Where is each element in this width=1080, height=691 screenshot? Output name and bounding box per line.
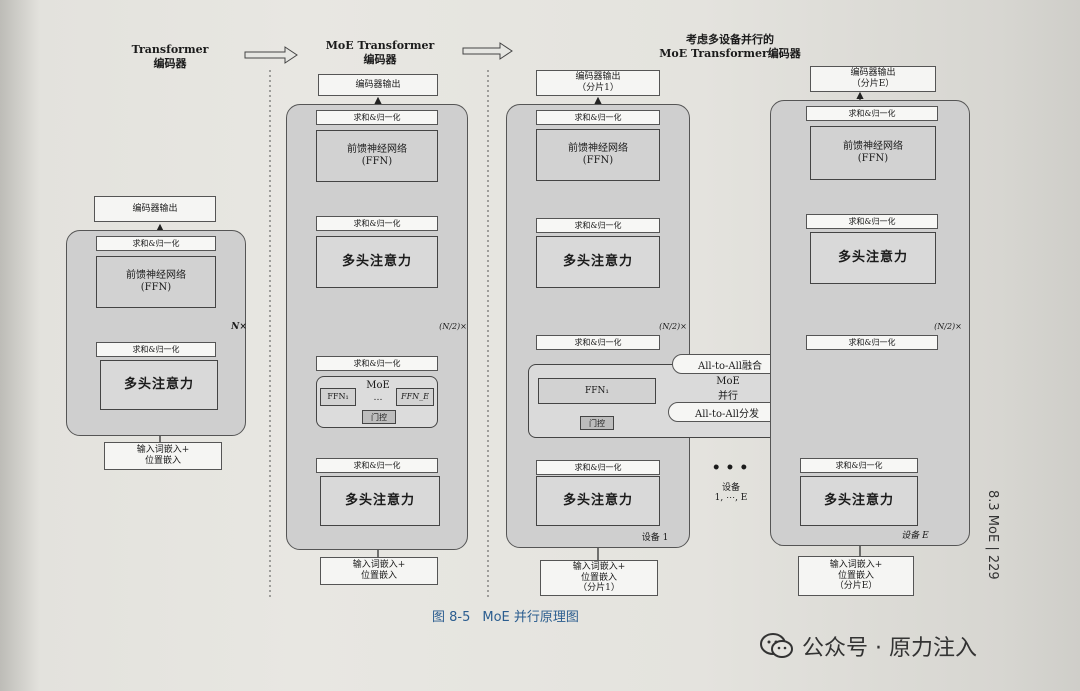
col1-ffn: 前馈神经网络 (FFN) [96, 256, 216, 308]
all-to-all-merge: All-to-All融合 [672, 354, 788, 374]
col2-add-norm-1: 求和&归一化 [316, 110, 438, 125]
col3-add-norm-3: 求和&归一化 [536, 335, 660, 350]
moe-transformer-heading: MoE Transformer 编码器 [325, 39, 435, 66]
page-side-header: 8.3 MoE | 229 [985, 490, 1000, 580]
col4-add-norm-4: 求和&归一化 [800, 458, 918, 473]
col3-add-norm-1: 求和&归一化 [536, 110, 660, 125]
col2-multi-head-attention-1: 多头注意力 [316, 236, 438, 288]
col2-n-half-times: (N/2)× [439, 322, 467, 331]
col1-multi-head-attention: 多头注意力 [100, 360, 218, 410]
col2-encoder-output: 编码器输出 [318, 74, 438, 96]
col3-input-embedding: 输入词嵌入+ 位置嵌入 （分片1） [540, 560, 658, 596]
col3-multi-head-attention-1: 多头注意力 [536, 236, 660, 288]
multi-device-heading: 考虑多设备并行的 MoE Transformer编码器 [659, 33, 801, 60]
col2-ffn-dots: … [373, 393, 383, 403]
col4-ffn: 前馈神经网络 (FFN) [810, 126, 936, 180]
col4-add-norm-1: 求和&归一化 [806, 106, 938, 121]
col3-multi-head-attention-2: 多头注意力 [536, 476, 660, 526]
col2-add-norm-2: 求和&归一化 [316, 216, 438, 231]
col2-multi-head-attention-2: 多头注意力 [320, 476, 440, 526]
figure-title: MoE 并行原理图 [482, 610, 579, 625]
col1-input-embedding: 输入词嵌入+ 位置嵌入 [104, 442, 222, 470]
figure-number: 图 8-5 [432, 610, 471, 625]
watermark: 公众号 · 原力注入 [760, 630, 977, 662]
col4-multi-head-attention-2: 多头注意力 [800, 476, 918, 526]
col2-input-embedding: 输入词嵌入+ 位置嵌入 [320, 557, 438, 585]
col3-device-label: 设备 1 [641, 533, 669, 543]
col2-gate: 门控 [362, 410, 396, 424]
col4-encoder-output: 编码器输出 （分片E） [810, 66, 936, 92]
figure-caption: 图 8-5 MoE 并行原理图 [432, 606, 591, 625]
col3-add-norm-2: 求和&归一化 [536, 218, 660, 233]
col1-encoder-output: 编码器输出 [94, 196, 216, 222]
col2-moe-label: MoE [366, 380, 390, 391]
col2-add-norm-4: 求和&归一化 [316, 458, 438, 473]
col2-add-norm-3: 求和&归一化 [316, 356, 438, 371]
col4-add-norm-3: 求和&归一化 [806, 335, 938, 350]
col3-ffn: 前馈神经网络 (FFN) [536, 129, 660, 181]
col2-ffn-e: FFN_E [396, 388, 434, 406]
col1-add-norm-bottom: 求和&归一化 [96, 342, 216, 357]
col3-encoder-output: 编码器输出 （分片1） [536, 70, 660, 96]
watermark-text: 公众号 · 原力注入 [802, 636, 977, 661]
col2-ffn-1: FFN₁ [320, 388, 356, 406]
col4-device-label: 设备 E [901, 531, 929, 541]
col4-input-embedding: 输入词嵌入+ 位置嵌入 （分片E） [798, 556, 914, 596]
wechat-icon [760, 632, 794, 660]
col2-ffn: 前馈神经网络 (FFN) [316, 130, 438, 182]
all-to-all-dispatch: All-to-All分发 [668, 402, 786, 422]
col3-gate: 门控 [580, 416, 614, 430]
col4-multi-head-attention-1: 多头注意力 [810, 232, 936, 284]
col3-n-half-times: (N/2)× [659, 322, 687, 331]
col3-ffn-1: FFN₁ [538, 378, 656, 404]
col4-n-half-times: (N/2)× [934, 322, 962, 331]
moe-parallel-label: MoE 并行 [716, 376, 740, 402]
col4-add-norm-2: 求和&归一化 [806, 214, 938, 229]
devices-label: 设备 1, ⋯, E [714, 483, 748, 503]
col3-add-norm-4: 求和&归一化 [536, 460, 660, 475]
devices-ellipsis: • • • [711, 460, 749, 476]
transformer-heading: Transformer 编码器 [131, 43, 209, 70]
col1-n-times: N× [231, 322, 247, 332]
col1-add-norm-top: 求和&归一化 [96, 236, 216, 251]
